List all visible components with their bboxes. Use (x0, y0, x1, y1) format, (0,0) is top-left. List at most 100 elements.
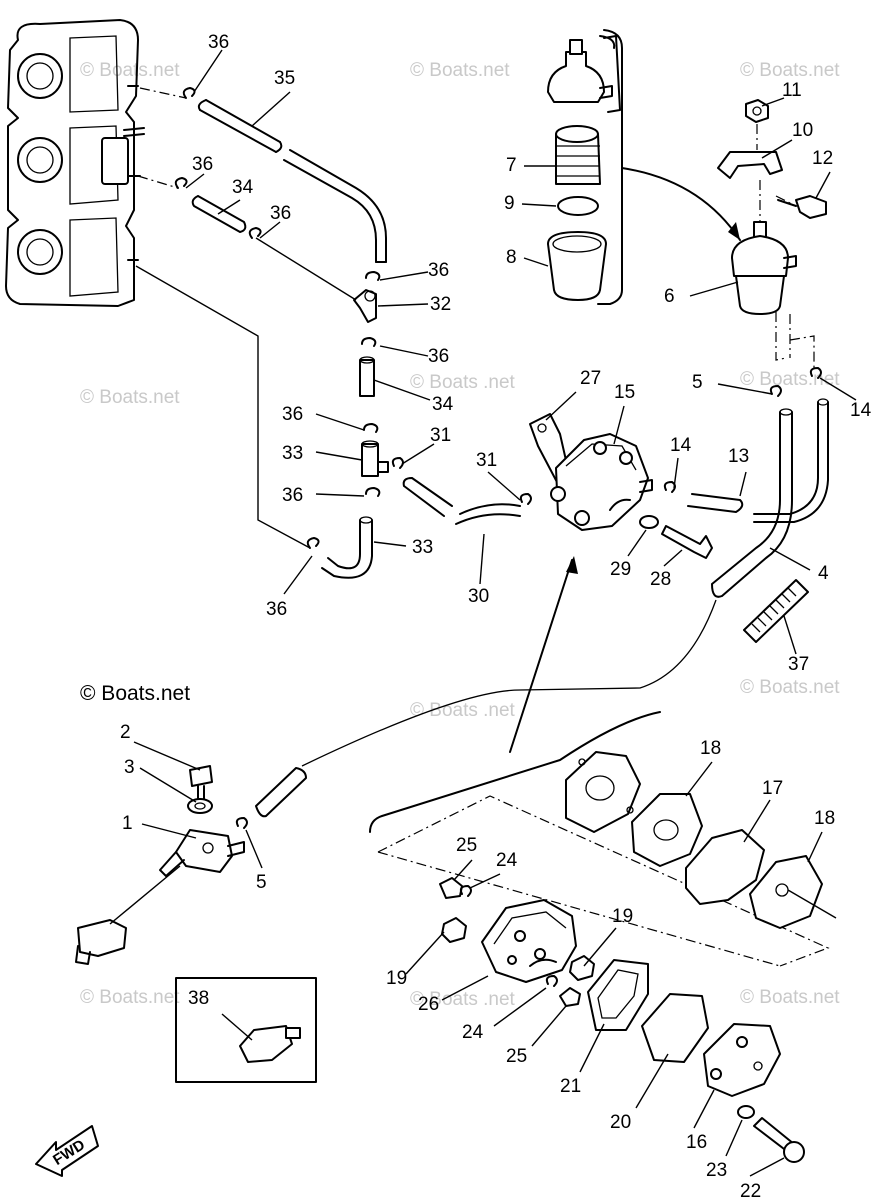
part-number-38: 38 (188, 988, 209, 1009)
callout-leader-line (807, 831, 823, 863)
fuel-filter-exploded (547, 29, 741, 305)
part-number-11: 11 (782, 80, 802, 101)
callout-leader-line (523, 257, 549, 267)
part-number-15: 15 (614, 382, 635, 403)
watermark: © Boats.net (80, 387, 180, 408)
part-number-36: 36 (270, 203, 291, 224)
callout-leader-line (819, 377, 857, 401)
callout-leader-line (373, 379, 431, 401)
callout-leader-line (725, 1119, 743, 1157)
part-number-21: 21 (560, 1076, 581, 1097)
part-number-8: 8 (506, 247, 517, 268)
part-number-25: 25 (506, 1046, 527, 1067)
part-number-32: 32 (430, 294, 451, 315)
callout-leader-line (401, 443, 435, 465)
part-number-6: 6 (664, 286, 675, 307)
part-number-29: 29 (610, 559, 631, 580)
part-number-24: 24 (462, 1022, 484, 1043)
callout-leader-line (783, 615, 797, 655)
callout-leader-line (217, 199, 241, 215)
callout-leader-line (373, 541, 407, 547)
part-number-28: 28 (650, 569, 671, 590)
part-number-27: 27 (580, 368, 601, 389)
callout-leader-line (315, 451, 363, 461)
part-number-36: 36 (428, 346, 449, 367)
callout-leader-line (749, 1157, 785, 1177)
callout-leader-line (441, 975, 489, 1001)
part-number-36: 36 (282, 485, 303, 506)
forward-arrow: FWD (35, 1125, 99, 1177)
part-number-25: 25 (456, 835, 477, 856)
callout-leader-line (221, 1013, 253, 1041)
callout-leader-line (761, 139, 793, 159)
callout-leader-line (379, 271, 429, 281)
part-number-16: 16 (686, 1132, 707, 1153)
fuel-pump-assembly (509, 367, 829, 753)
callout-leader-line (521, 203, 557, 207)
watermark: © Boats.net (740, 60, 840, 81)
callout-leader-line (185, 173, 205, 189)
callout-leader-line (545, 391, 577, 421)
callout-leader-line (139, 767, 197, 803)
callout-leader-line (133, 741, 201, 771)
part-number-9: 9 (504, 193, 515, 214)
fuel-joint-assembly (75, 599, 717, 965)
part-number-33: 33 (282, 443, 303, 464)
part-number-19: 19 (612, 906, 633, 927)
callout-layer: 1234556789101112131414151617181819192021… (120, 32, 872, 1200)
callout-leader-line (583, 927, 617, 967)
inset-box-38 (175, 977, 317, 1083)
part-number-13: 13 (728, 446, 749, 467)
callout-leader-line (251, 91, 291, 127)
part-number-17: 17 (762, 778, 783, 799)
callout-leader-line (685, 761, 713, 797)
part-number-35: 35 (274, 68, 295, 89)
callout-leader-line (627, 529, 647, 557)
callout-leader-line (673, 457, 679, 489)
part-number-31: 31 (430, 425, 451, 446)
watermark-prominent: © Boats.net (80, 682, 190, 705)
callout-leader-line (487, 471, 521, 501)
part-number-7: 7 (506, 155, 517, 176)
callout-leader-line (141, 823, 197, 839)
callout-leader-line (453, 859, 473, 881)
callout-leader-line (493, 987, 547, 1027)
part-number-12: 12 (812, 148, 833, 169)
part-number-5: 5 (256, 872, 267, 893)
watermarks: © Boats.net © Boats.net © Boats.net © Bo… (80, 60, 840, 1010)
part-number-18: 18 (814, 808, 835, 829)
callout-leader-line (377, 303, 429, 307)
callout-leader-line (769, 547, 811, 571)
pump-exploded-view (369, 711, 837, 1163)
part-number-37: 37 (788, 654, 809, 675)
callout-leader-line (479, 533, 485, 585)
callout-leader-line (379, 345, 429, 357)
part-number-20: 20 (610, 1112, 631, 1133)
part-number-24: 24 (496, 850, 518, 871)
fuel-filter-assembled (717, 99, 827, 368)
part-number-36: 36 (266, 599, 287, 620)
part-number-31: 31 (476, 450, 497, 471)
callout-leader-line (815, 171, 831, 199)
watermark: © Boats .net (410, 989, 516, 1010)
part-number-22: 22 (740, 1181, 761, 1200)
upper-fuel-hoses (135, 87, 532, 579)
watermark: © Boats .net (410, 372, 516, 393)
callout-leader-line (469, 873, 501, 889)
callout-leader-line (405, 931, 445, 975)
part-number-3: 3 (124, 757, 135, 778)
part-number-34: 34 (432, 394, 454, 415)
part-number-19: 19 (386, 968, 407, 989)
watermark: © Boats.net (80, 987, 180, 1008)
part-number-34: 34 (232, 177, 254, 198)
part-number-14: 14 (670, 435, 692, 456)
part-number-36: 36 (282, 404, 303, 425)
part-number-36: 36 (192, 154, 213, 175)
callout-leader-line (245, 829, 263, 869)
callout-leader-line (689, 281, 739, 297)
watermark: © Boats.net (80, 60, 180, 81)
callout-leader-line (613, 405, 625, 445)
callout-leader-line (663, 549, 683, 567)
watermark: © Boats .net (410, 700, 516, 721)
part-number-33: 33 (412, 537, 433, 558)
